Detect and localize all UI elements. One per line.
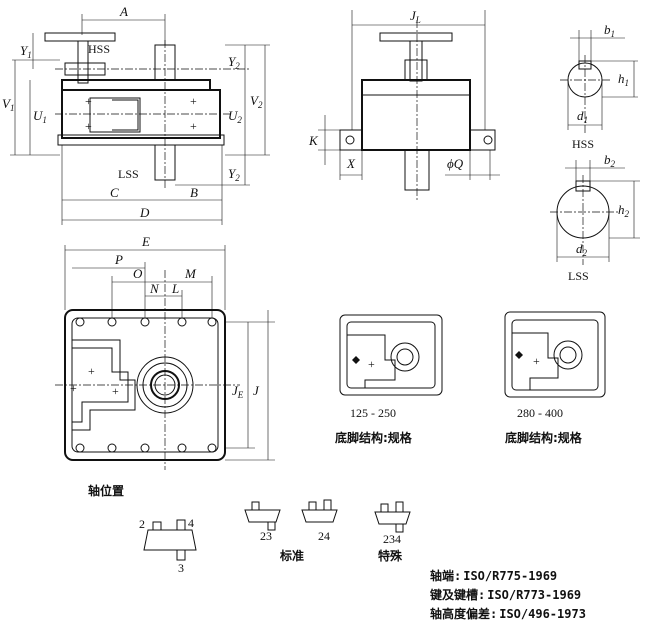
dim-O: O [133,266,143,281]
dim-A: A [119,4,128,19]
foot-variant-2: + 280 - 400 底脚结构:规格 [504,311,606,445]
svg-text:+: + [368,357,375,371]
dim-b1: b1 [604,22,615,39]
plan-view: + + + E P O M N L JE J [55,234,275,470]
dim-B: B [190,185,198,200]
foot-caption-2: 底脚结构:规格 [505,430,583,445]
side-view: JL K X ϕQ [308,8,500,200]
dim-b2: b2 [604,152,616,169]
svg-text:+: + [190,119,197,133]
standard-line-1: 轴端:ISO/R775-1969 [430,568,557,583]
pos-2: 2 [139,517,145,531]
svg-text:+: + [85,94,92,108]
dim-V2: V2 [250,93,263,110]
dim-Y2-bottom: Y2 [228,166,240,183]
pos-234: 234 [383,532,401,546]
dim-U2: U2 [228,108,242,125]
svg-text:+: + [190,94,197,108]
hss-label: HSS [88,42,110,56]
dim-d1: d1 [577,108,588,125]
dim-d2: d2 [576,241,588,258]
dim-JL: JL [410,8,421,25]
pos-23: 23 [260,529,272,543]
dim-U1: U1 [33,108,47,125]
shaft-position-24: 24 [301,499,338,543]
standards-list: 轴端:ISO/R775-1969 键及键槽:ISO/R773-1969 轴高度偏… [429,568,586,621]
dim-phiQ: ϕQ [447,156,464,171]
dim-K: K [308,133,319,148]
special-label: 特殊 [378,548,403,563]
svg-text:+: + [88,364,95,378]
range-label-1: 125 - 250 [350,406,396,420]
dim-h2: h2 [618,202,630,219]
front-view: + + + + A HSS Y1 V1 U1 Y2 U2 V2 Y2 [2,4,270,225]
dim-V1: V1 [2,96,14,113]
pos-24: 24 [318,529,330,543]
range-label-2: 280 - 400 [517,406,563,420]
dim-P: P [114,252,123,267]
dim-D: D [139,205,150,220]
shaft-position-title: 轴位置 [88,483,124,498]
dim-J: J [253,383,260,398]
standard-label: 标准 [279,548,304,563]
svg-text:+: + [70,381,77,395]
dim-h1: h1 [618,71,629,88]
dim-Y1: Y1 [20,43,32,60]
foot-variant-1: + 125 - 250 底脚结构:规格 [335,314,443,445]
dim-JE: JE [232,383,244,400]
pos-3: 3 [178,561,184,575]
foot-caption-1: 底脚结构:规格 [335,430,413,445]
dim-E: E [141,234,150,249]
dim-X: X [346,156,356,171]
standard-line-2: 键及键槽:ISO/R773-1969 [429,587,581,602]
shaft-position-23: 23 [244,501,281,543]
shaft-position-reference: 2 4 3 [139,516,197,575]
pos-4: 4 [188,516,194,530]
hss-key-label: HSS [572,137,594,151]
lss-key-label: LSS [568,269,589,283]
dim-C: C [110,185,119,200]
svg-text:+: + [112,384,119,398]
key-detail-lss: b2 h2 d2 LSS [550,152,640,283]
svg-text:+: + [533,354,540,368]
svg-text:+: + [85,119,92,133]
dim-M: M [184,266,197,281]
key-detail-hss: b1 h1 d1 HSS [560,22,638,151]
shaft-position-234: 234 [374,501,411,546]
lss-label: LSS [118,167,139,181]
dim-L: L [171,281,179,296]
dim-N: N [149,281,160,296]
standard-line-3: 轴高度偏差:ISO/496-1973 [430,606,586,621]
dim-Y2-top: Y2 [228,54,240,71]
